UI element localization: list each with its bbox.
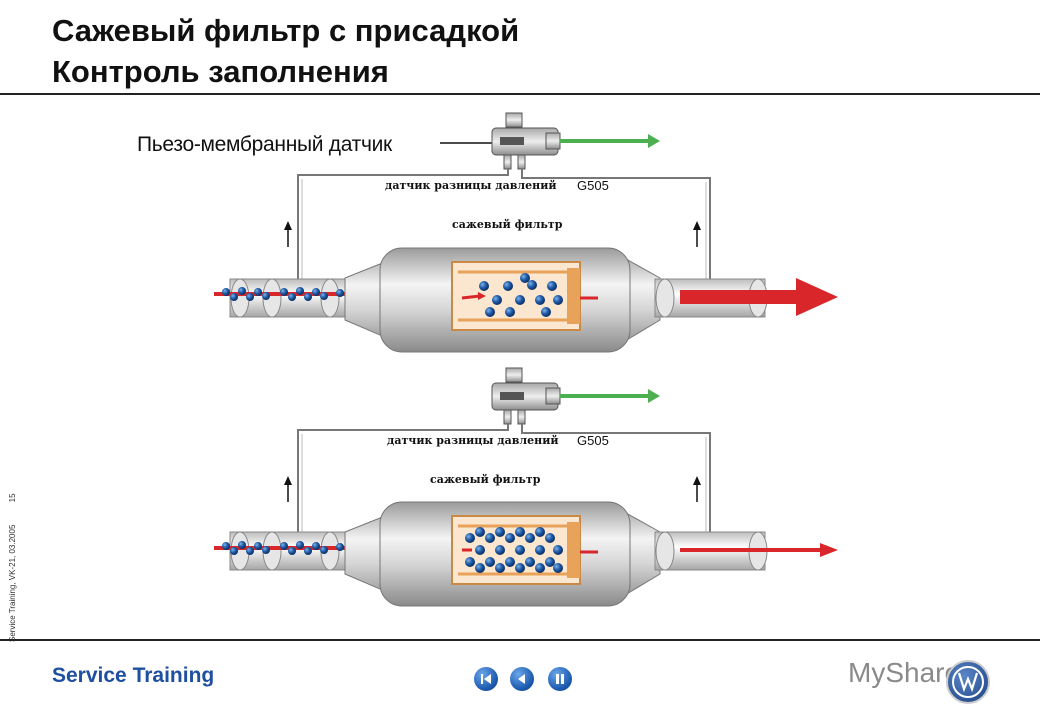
prev-page-icon xyxy=(518,674,525,684)
footer-divider xyxy=(0,639,1040,641)
sensor-label-bottom: датчик разницы давлений xyxy=(387,434,559,447)
footer-brand: Service Training xyxy=(52,664,215,687)
soot-particles-top xyxy=(479,273,563,317)
sensor-code-top: G505 xyxy=(577,178,609,193)
header-divider xyxy=(0,93,1040,95)
pressure-sensor-bottom xyxy=(491,367,561,425)
title-line-2: Контроль заполнения xyxy=(52,54,389,89)
page-title: Сажевый фильтр с присадкой Контроль запо… xyxy=(52,10,519,92)
title-line-1: Сажевый фильтр с присадкой xyxy=(52,13,520,48)
prev-page-button[interactable] xyxy=(510,667,534,691)
soot-filter-diagram: датчик разницы давлений G505 сажевый фил… xyxy=(214,112,838,607)
pause-button[interactable] xyxy=(548,667,572,691)
exhaust-arrow-bottom xyxy=(820,543,838,557)
exhaust-arrow-top xyxy=(796,278,838,316)
sensor-label-top: датчик разницы давлений xyxy=(385,179,557,192)
vw-logo-icon xyxy=(952,666,984,698)
first-page-button[interactable] xyxy=(474,667,498,691)
piezo-sensor-label: Пьезо-мембранный датчик xyxy=(137,133,392,156)
first-page-icon xyxy=(481,674,491,684)
top-assembly: датчик разницы давлений G505 сажевый фил… xyxy=(214,112,838,353)
filter-label-bottom: сажевый фильтр xyxy=(430,473,541,486)
pressure-sensor-top xyxy=(491,112,561,170)
filter-label-top: сажевый фильтр xyxy=(452,218,563,231)
pause-icon xyxy=(556,674,564,684)
bottom-assembly: датчик разницы давлений G505 сажевый фил… xyxy=(214,367,838,607)
sensor-code-bottom: G505 xyxy=(577,433,609,448)
vw-logo xyxy=(946,660,990,704)
soot-particles-bottom xyxy=(465,527,563,573)
